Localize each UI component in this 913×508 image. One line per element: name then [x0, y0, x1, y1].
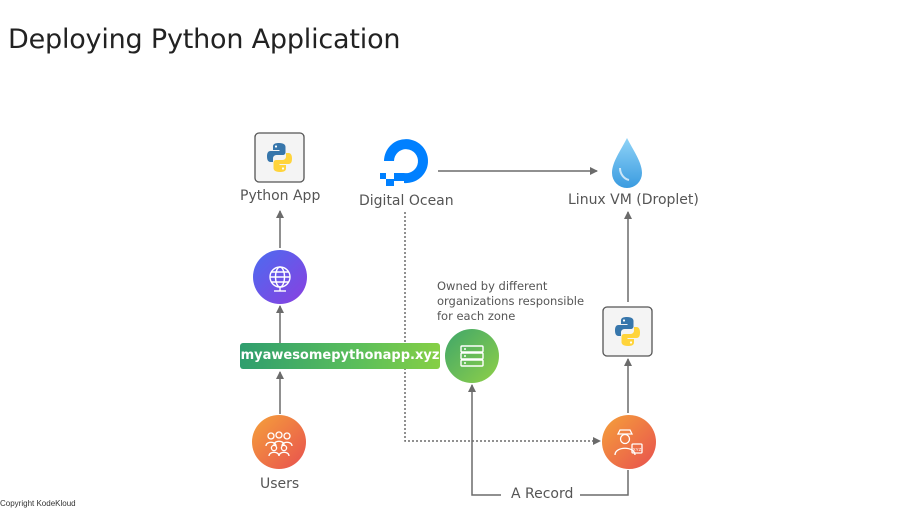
- users-label: Users: [260, 476, 300, 492]
- dns-zone-note: Owned by different organizations respons…: [437, 279, 585, 323]
- arrow-a-record: [580, 470, 629, 496]
- page-title: Deploying Python Application: [8, 24, 401, 55]
- arrow-a-record-to-server: [468, 384, 501, 496]
- server-icon: [445, 329, 499, 383]
- python-app-label: Python App: [240, 188, 321, 204]
- python-deploy-icon: [602, 306, 653, 357]
- connector-lines: [276, 167, 632, 496]
- globe-icon: [253, 250, 307, 304]
- droplet-icon: [612, 138, 642, 188]
- users-icon: [252, 415, 306, 469]
- domain-name-bar: myawesomepythonapp.xyz: [240, 343, 440, 369]
- digital-ocean-label: Digital Ocean: [359, 193, 454, 209]
- digital-ocean-logo: [380, 139, 428, 186]
- python-app-icon: [254, 132, 305, 183]
- admin-icon: XYZ: [602, 415, 656, 469]
- a-record-label: A Record: [511, 486, 574, 502]
- dotted-do-to-admin: [404, 212, 601, 445]
- copyright-text: Copyright KodeKloud: [0, 499, 76, 508]
- svg-text:XYZ: XYZ: [633, 447, 642, 452]
- linux-vm-label: Linux VM (Droplet): [568, 192, 699, 208]
